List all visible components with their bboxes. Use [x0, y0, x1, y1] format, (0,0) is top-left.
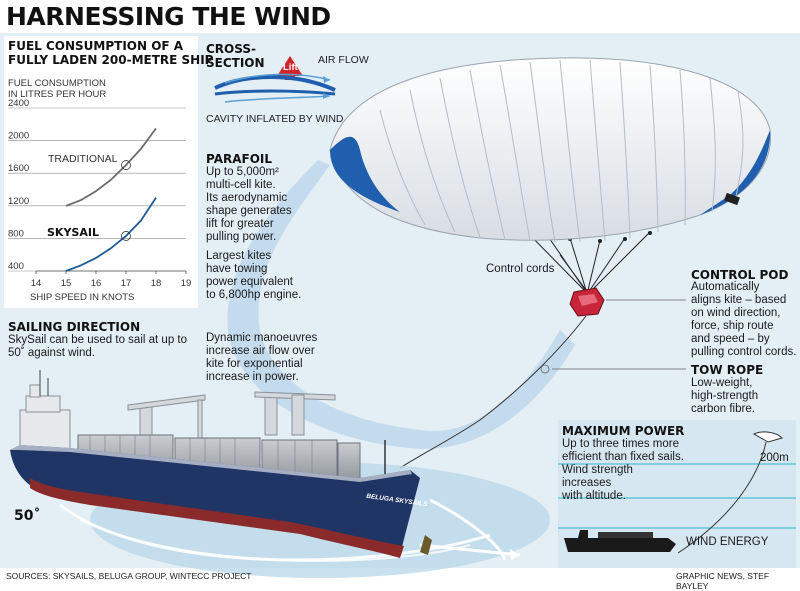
sailing-line: 50˚ against wind. — [8, 347, 95, 359]
fuel-chart-heading-line2: FULLY LADEN 200-METRE SHIP — [8, 53, 214, 67]
control-pod-text: Automatically aligns kite – based on win… — [691, 281, 796, 359]
control-pod-line: Automatically — [691, 281, 760, 293]
tow-rope-heading: TOW ROPE — [691, 363, 764, 377]
control-pod-line: on wind direction, — [691, 307, 781, 319]
x-tick-label: 14 — [31, 278, 42, 289]
tow-rope-line: high-strength — [691, 390, 759, 402]
series-line-skysail — [65, 197, 157, 272]
parafoil-line: have towing — [206, 263, 268, 275]
series-line-traditional — [65, 127, 157, 207]
x-tick-label: 17 — [121, 278, 132, 289]
parafoil-line: to 6,800hp engine. — [206, 289, 302, 301]
cavity-label: CAVITY INFLATED BY WIND — [206, 113, 344, 125]
dynamic-line: increase air flow over — [206, 345, 315, 357]
parafoil-line: pulling power. — [206, 231, 277, 243]
max-power-line: Up to three times more — [562, 438, 679, 450]
parafoil-line: Up to 5,000m² — [206, 166, 279, 178]
fuel-chart-heading-line1: FUEL CONSUMPTION OF A — [8, 39, 184, 53]
control-pod-line: and speed – by — [691, 333, 770, 345]
max-power-line: Wind strength — [562, 464, 633, 476]
parafoil-line: multi-cell kite. — [206, 179, 276, 191]
y-tick-label: 2000 — [8, 131, 29, 142]
sailing-angle-arrows — [419, 498, 521, 561]
footer-credit: GRAPHIC NEWS, STEF BAYLEY — [676, 571, 770, 591]
fuel-consumption-chart: 2400 2000 1600 1200 800 400 14 15 16 17 18 19 — [8, 98, 192, 289]
control-pod-line: force, ship route — [691, 320, 774, 332]
control-cords-label: Control cords — [486, 263, 555, 275]
x-tick-label: 18 — [151, 278, 162, 289]
lift-label: Lift — [283, 62, 298, 73]
y-tick-label: 800 — [8, 228, 24, 239]
y-tick-label: 1200 — [8, 196, 29, 207]
parafoil-line: lift for greater — [206, 218, 274, 230]
traditional-series-label: TRADITIONAL — [48, 153, 118, 165]
parafoil-line: Its aerodynamic — [206, 192, 288, 204]
control-cords — [519, 224, 651, 291]
control-pod-line: pulling control cords. — [691, 346, 797, 358]
tow-rope-line: carbon fibre. — [691, 403, 755, 415]
dynamic-line: kite for exponential — [206, 358, 303, 370]
x-tick-label: 15 — [61, 278, 72, 289]
x-tick-label: 19 — [181, 278, 192, 289]
fuel-chart-xlabel: SHIP SPEED IN KNOTS — [30, 292, 135, 303]
max-power-line: efficient than fixed sails. — [562, 451, 684, 463]
cross-section-heading-line2: SECTION — [206, 56, 265, 70]
y-tick-label: 400 — [8, 261, 24, 272]
tow-rope-line — [399, 315, 587, 469]
fuel-chart-panel — [4, 36, 198, 308]
parafoil-heading: PARAFOIL — [206, 152, 273, 166]
control-pod-heading: CONTROL POD — [691, 268, 789, 282]
control-pod-line: aligns kite – based — [691, 294, 787, 306]
parafoil-text-2: Largest kites have towing power equivale… — [206, 250, 301, 302]
x-tick-label: 16 — [91, 278, 102, 289]
footer-sources: SOURCES: SKYSAILS, BELUGA GROUP, WINTECC… — [6, 571, 252, 581]
tow-rope-line: Low-weight, — [691, 377, 753, 389]
cargo-ship — [10, 370, 432, 558]
skysail-series-label: SKYSAIL — [47, 226, 99, 239]
tow-rope-text: Low-weight, high-strength carbon fibre. — [691, 377, 758, 416]
max-power-line: increases — [562, 477, 612, 489]
cross-section-heading-line1: CROSS- — [206, 42, 256, 56]
air-flow-label: AIR FLOW — [318, 54, 369, 66]
parafoil-line: Largest kites — [206, 250, 272, 262]
parafoil-line: shape generates — [206, 205, 292, 217]
dynamic-manoeuvres-text: Dynamic manoeuvres increase air flow ove… — [206, 332, 317, 384]
parafoil-text: Up to 5,000m² multi-cell kite. Its aerod… — [206, 166, 292, 244]
maximum-power-text: Up to three times more efficient than fi… — [562, 438, 684, 503]
sailing-direction-text: SkySail can be used to sail at up to 50˚… — [8, 334, 187, 360]
maximum-power-illustration — [558, 420, 796, 568]
control-pod-illustration — [569, 287, 605, 317]
sailing-angle-label: 50˚ — [14, 508, 41, 524]
fuel-chart-ylabel-line2: IN LITRES PER HOUR — [8, 89, 107, 100]
series-marker — [121, 231, 131, 241]
dynamic-line: increase in power. — [206, 371, 299, 383]
maximum-power-heading: MAXIMUM POWER — [562, 424, 685, 438]
sailing-line: SkySail can be used to sail at up to — [8, 334, 187, 346]
sailing-direction-heading: SAILING DIRECTION — [8, 320, 141, 334]
altitude-label: 200m — [760, 452, 789, 464]
wind-energy-label: WIND ENERGY — [686, 536, 769, 548]
parafoil-kite — [329, 57, 771, 243]
dynamic-line: Dynamic manoeuvres — [206, 332, 318, 344]
parafoil-line: power equivalent — [206, 276, 293, 288]
cross-section-diagram — [214, 56, 336, 103]
page-title: HARNESSING THE WIND — [6, 2, 331, 31]
series-marker — [121, 160, 131, 170]
fuel-chart-ylabel-line1: FUEL CONSUMPTION — [8, 78, 106, 89]
y-tick-label: 2400 — [8, 98, 29, 109]
max-power-line: with altitude. — [562, 490, 626, 502]
y-tick-label: 1600 — [8, 163, 29, 174]
